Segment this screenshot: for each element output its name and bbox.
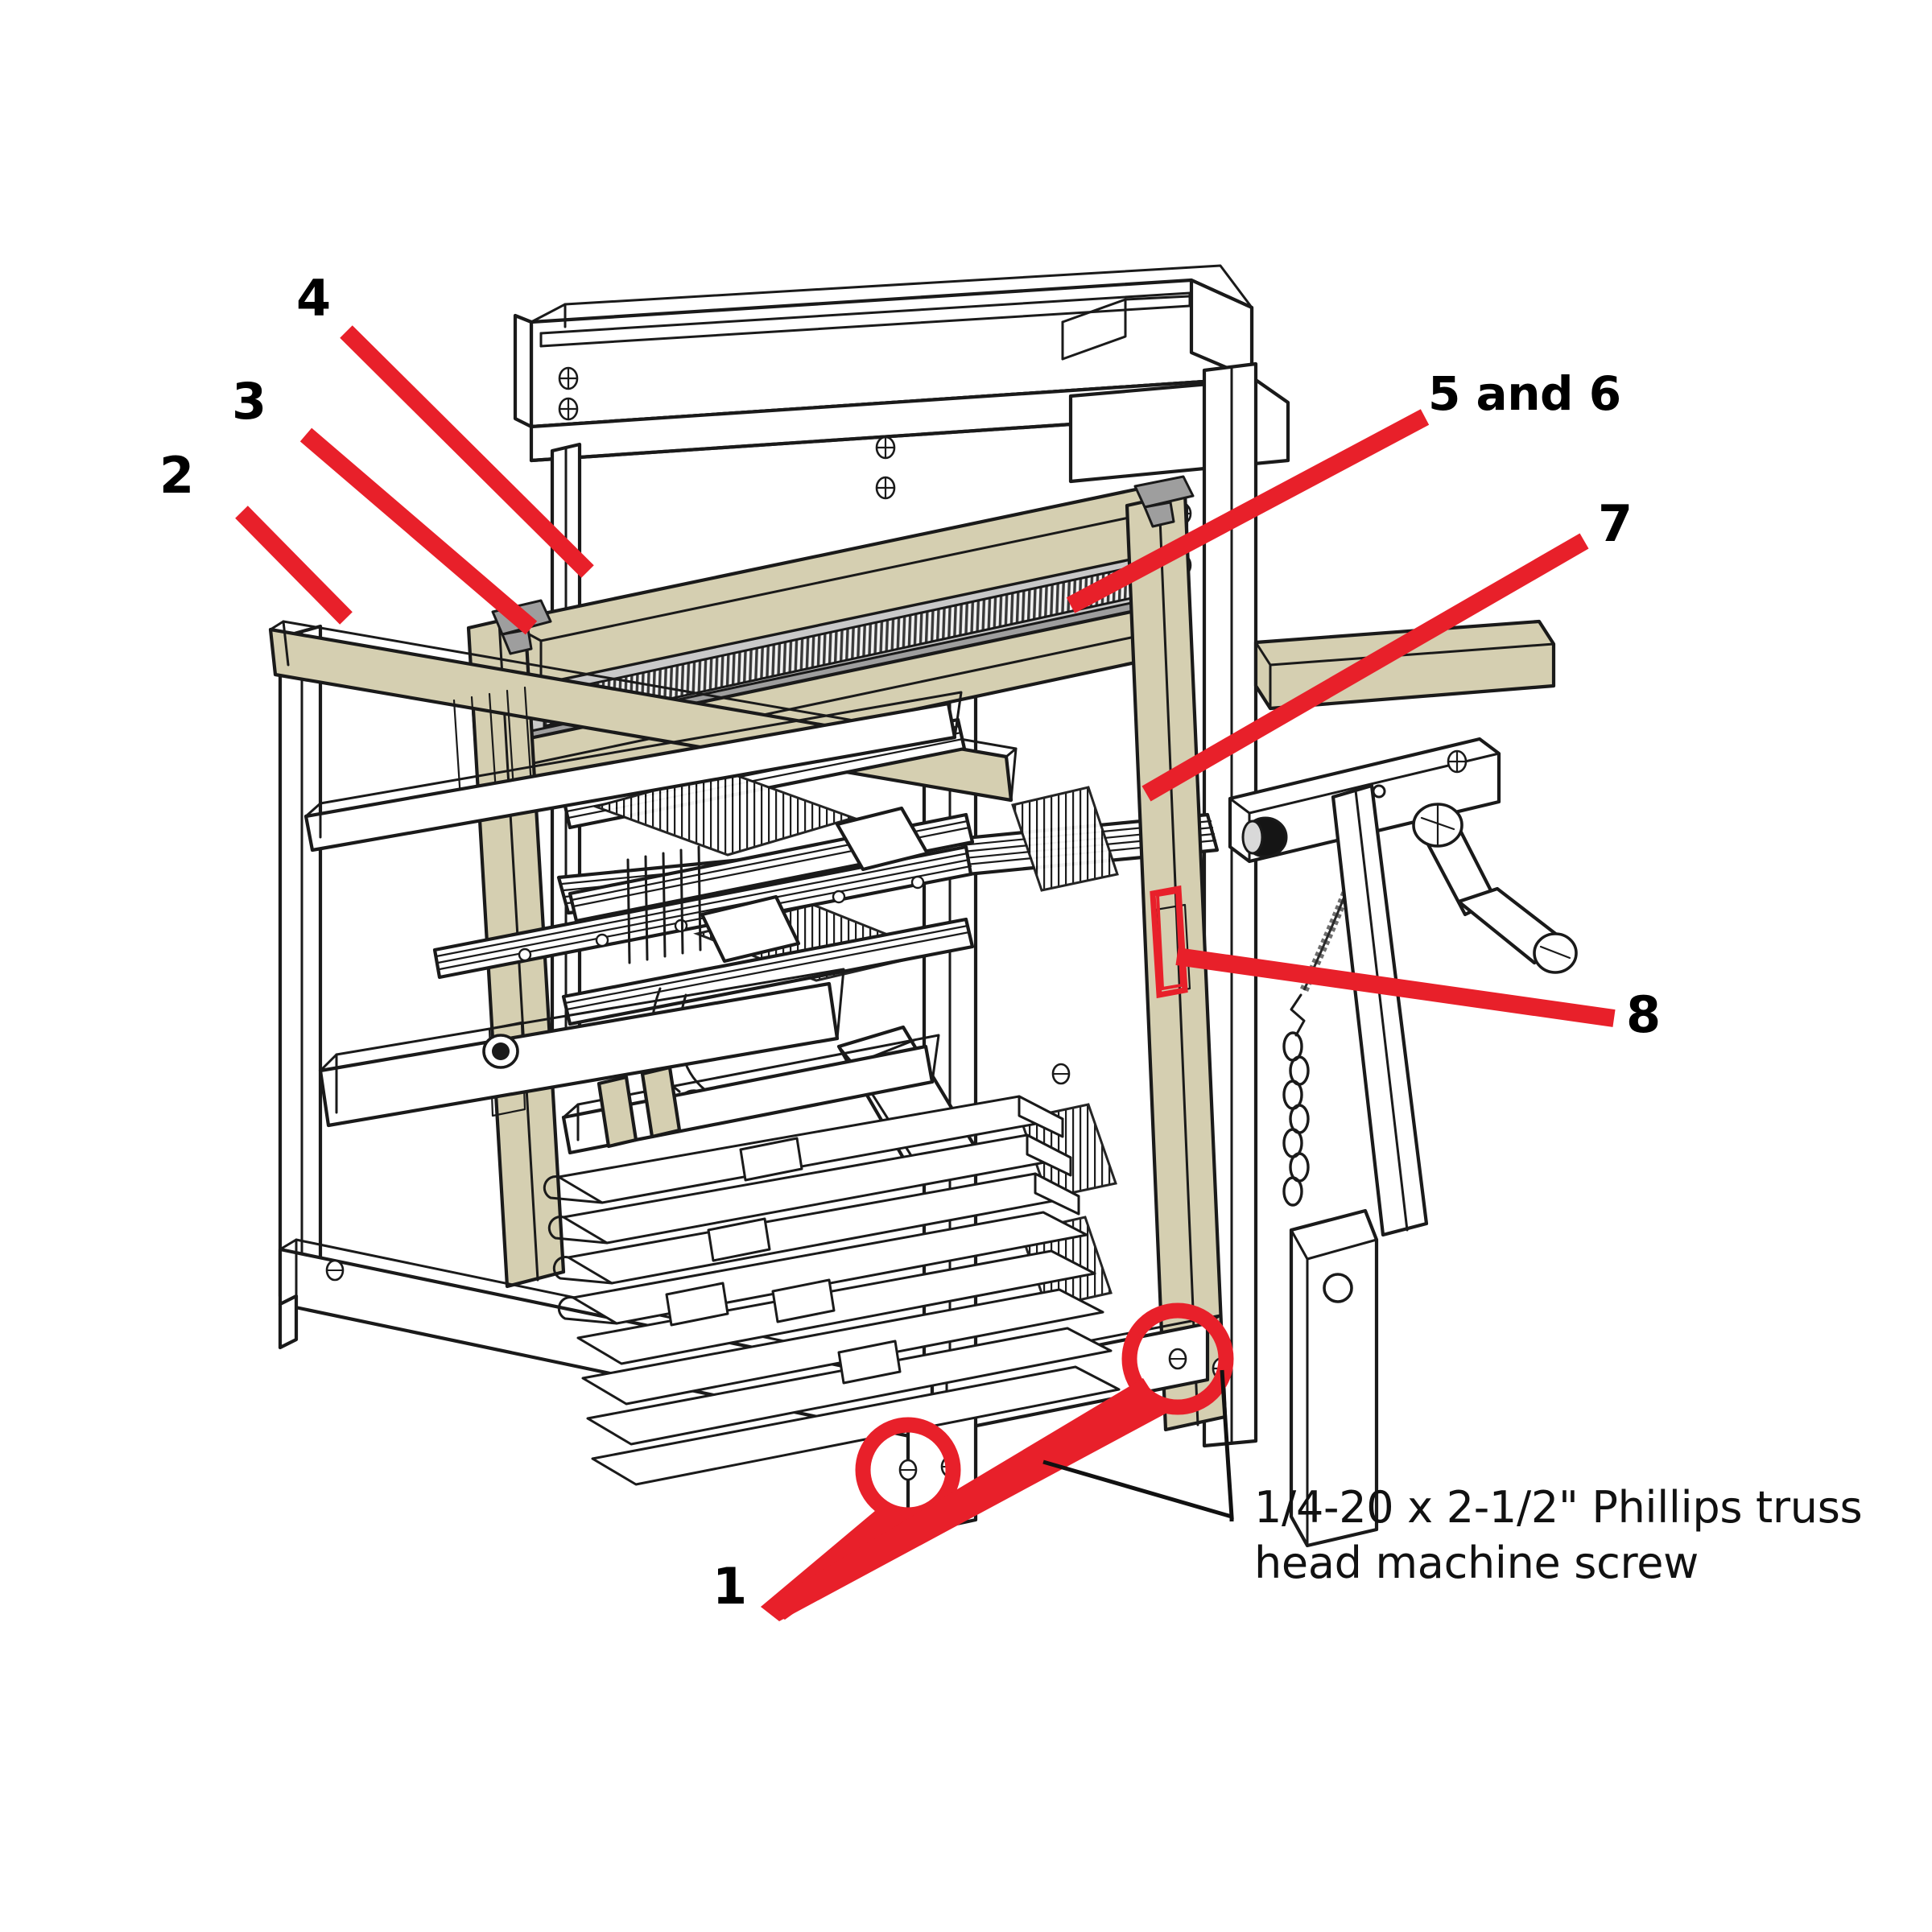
- tan-stub-pieces: [597, 1065, 682, 1149]
- beater-bracket-right: [1133, 475, 1195, 528]
- brake-knob: [1241, 816, 1288, 858]
- chain: [1282, 1031, 1310, 1207]
- item-8-red-mark: [1150, 885, 1188, 999]
- arrow-1-group: [761, 1378, 1166, 1621]
- callout-number-3: 3: [232, 372, 266, 431]
- callout-number-7: 7: [1598, 494, 1633, 553]
- castle-top-frame: [513, 264, 1290, 577]
- leader-2: [235, 506, 353, 625]
- callout-number-8: 8: [1626, 985, 1661, 1044]
- red-highlight-circles: [855, 1302, 1234, 1523]
- heddle-fan-right: [1011, 786, 1119, 892]
- leader-3: [299, 427, 538, 635]
- screw-circle-front: [855, 1417, 961, 1523]
- leader-7: [1141, 533, 1589, 802]
- red-leader-lines: [235, 325, 1616, 1027]
- leader-5-6: [1066, 409, 1430, 613]
- callout-number-5-and-6: 5 and 6: [1428, 366, 1621, 421]
- treadles: [543, 1095, 1121, 1486]
- callout-number-1: 1: [712, 1557, 747, 1616]
- screw-specification-note: 1/4-20 x 2-1/2" Phillips truss head mach…: [1254, 1482, 1863, 1589]
- callout-number-2: 2: [159, 446, 194, 505]
- left-side-rails: [303, 691, 963, 1128]
- callout-number-4: 4: [296, 269, 331, 328]
- rail-nut: [482, 1034, 519, 1069]
- arrow-1-branch-b: [761, 1378, 1166, 1621]
- heddle-cords: [452, 686, 533, 800]
- crank-handle: [1412, 803, 1578, 974]
- screw-note-bracket: [1042, 1369, 1234, 1521]
- screw-circle-rear: [1121, 1302, 1234, 1415]
- shaft-lift-cords: [626, 845, 702, 964]
- left-front-upright: [278, 624, 323, 1298]
- leader-4: [340, 325, 594, 578]
- brake-and-crank-mechanism: [1228, 737, 1578, 1548]
- leader-8: [1175, 947, 1616, 1027]
